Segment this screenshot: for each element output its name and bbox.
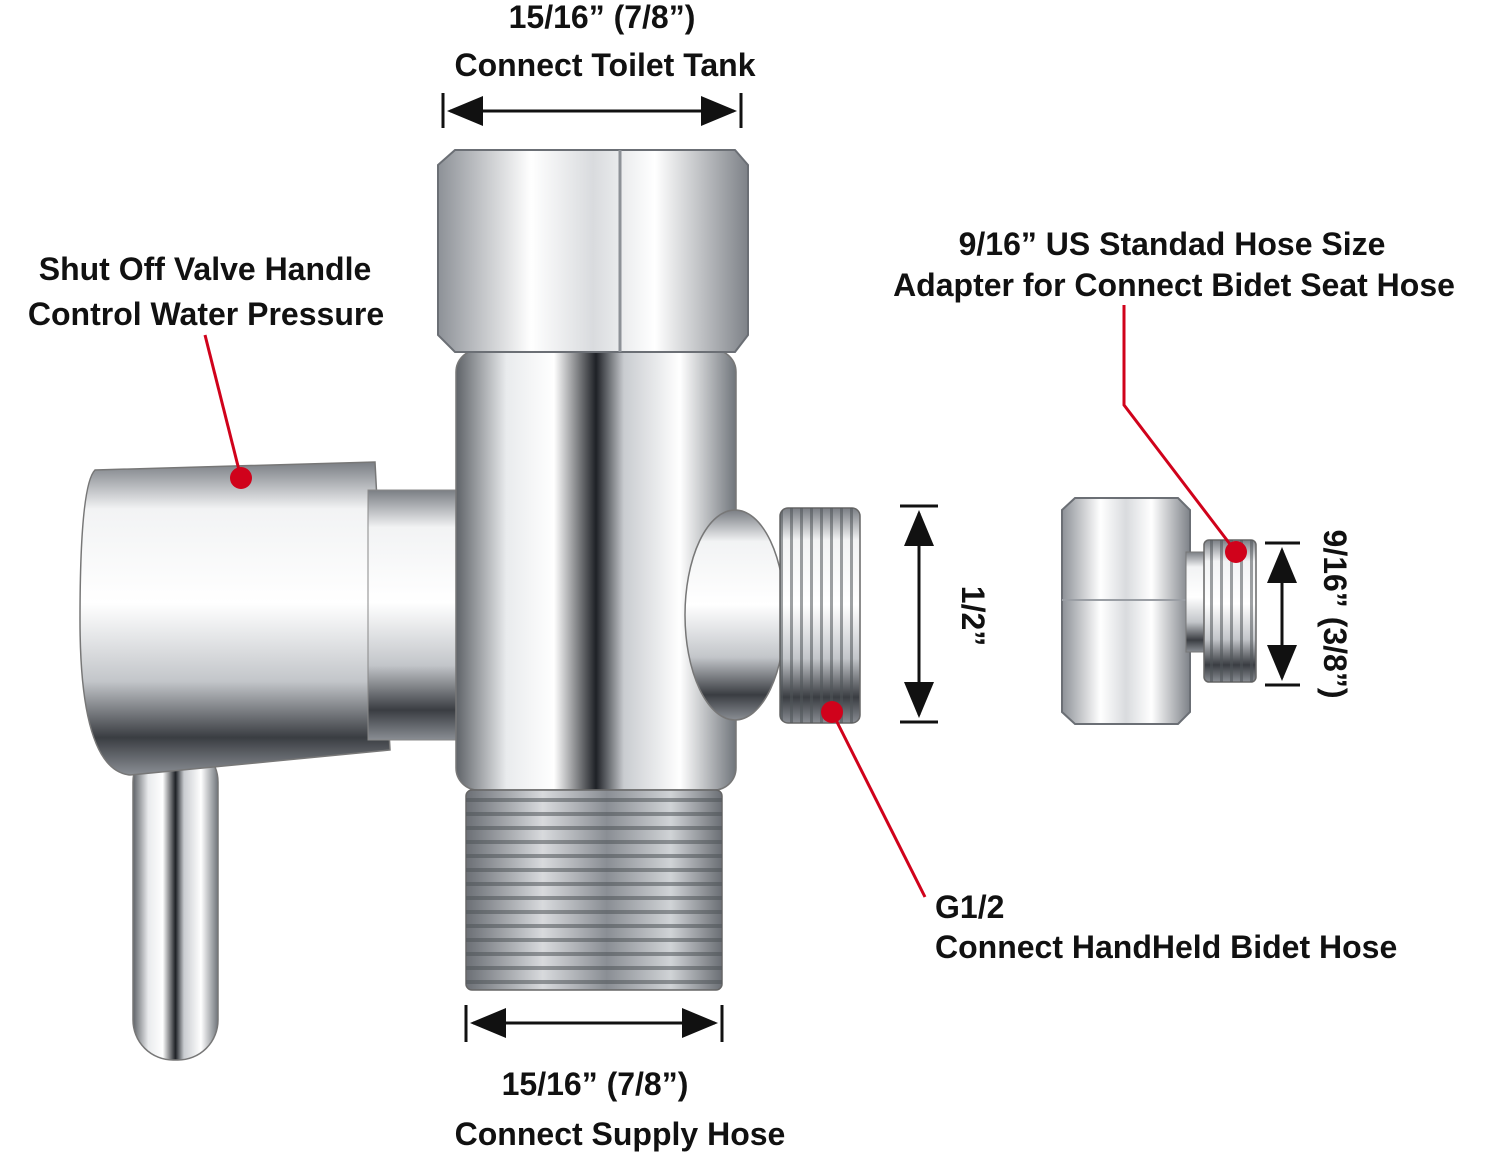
handle-collar	[367, 489, 469, 741]
handle-cylinder	[79, 461, 391, 776]
callout-adapter	[1122, 305, 1247, 563]
top-size-label: 15/16” (7/8”)	[509, 0, 696, 35]
bottom-desc-label: Connect Supply Hose	[455, 1116, 786, 1152]
adapter-label-line2: Adapter for Connect Bidet Seat Hose	[893, 267, 1455, 303]
dimension-top	[441, 93, 743, 128]
g12-desc-label: Connect HandHeld Bidet Hose	[935, 929, 1397, 965]
dimension-bottom	[464, 1005, 724, 1042]
dimension-side	[900, 504, 938, 724]
lever-rod	[132, 741, 219, 1061]
tee-valve	[79, 149, 861, 1061]
callout-g12	[821, 701, 927, 898]
bottom-size-label: 15/16” (7/8”)	[502, 1066, 689, 1102]
valve-label-line1: Shut Off Valve Handle	[39, 251, 372, 287]
valve-label-line2: Control Water Pressure	[28, 296, 384, 332]
dimension-adapter	[1265, 541, 1300, 687]
adapter-size-label: 9/16” (3/8”)	[1317, 530, 1353, 699]
callout-valve	[203, 334, 252, 489]
side-boss	[684, 509, 786, 721]
top-desc-label: Connect Toilet Tank	[454, 47, 755, 83]
adapter-label-line1: 9/16” US Standad Hose Size	[959, 226, 1386, 262]
hose-adapter	[1061, 497, 1257, 725]
side-size-label: 1/2”	[955, 586, 991, 646]
top-hex-nut	[437, 149, 749, 353]
adapter-hex	[1061, 497, 1191, 725]
g12-code-label: G1/2	[935, 889, 1004, 925]
